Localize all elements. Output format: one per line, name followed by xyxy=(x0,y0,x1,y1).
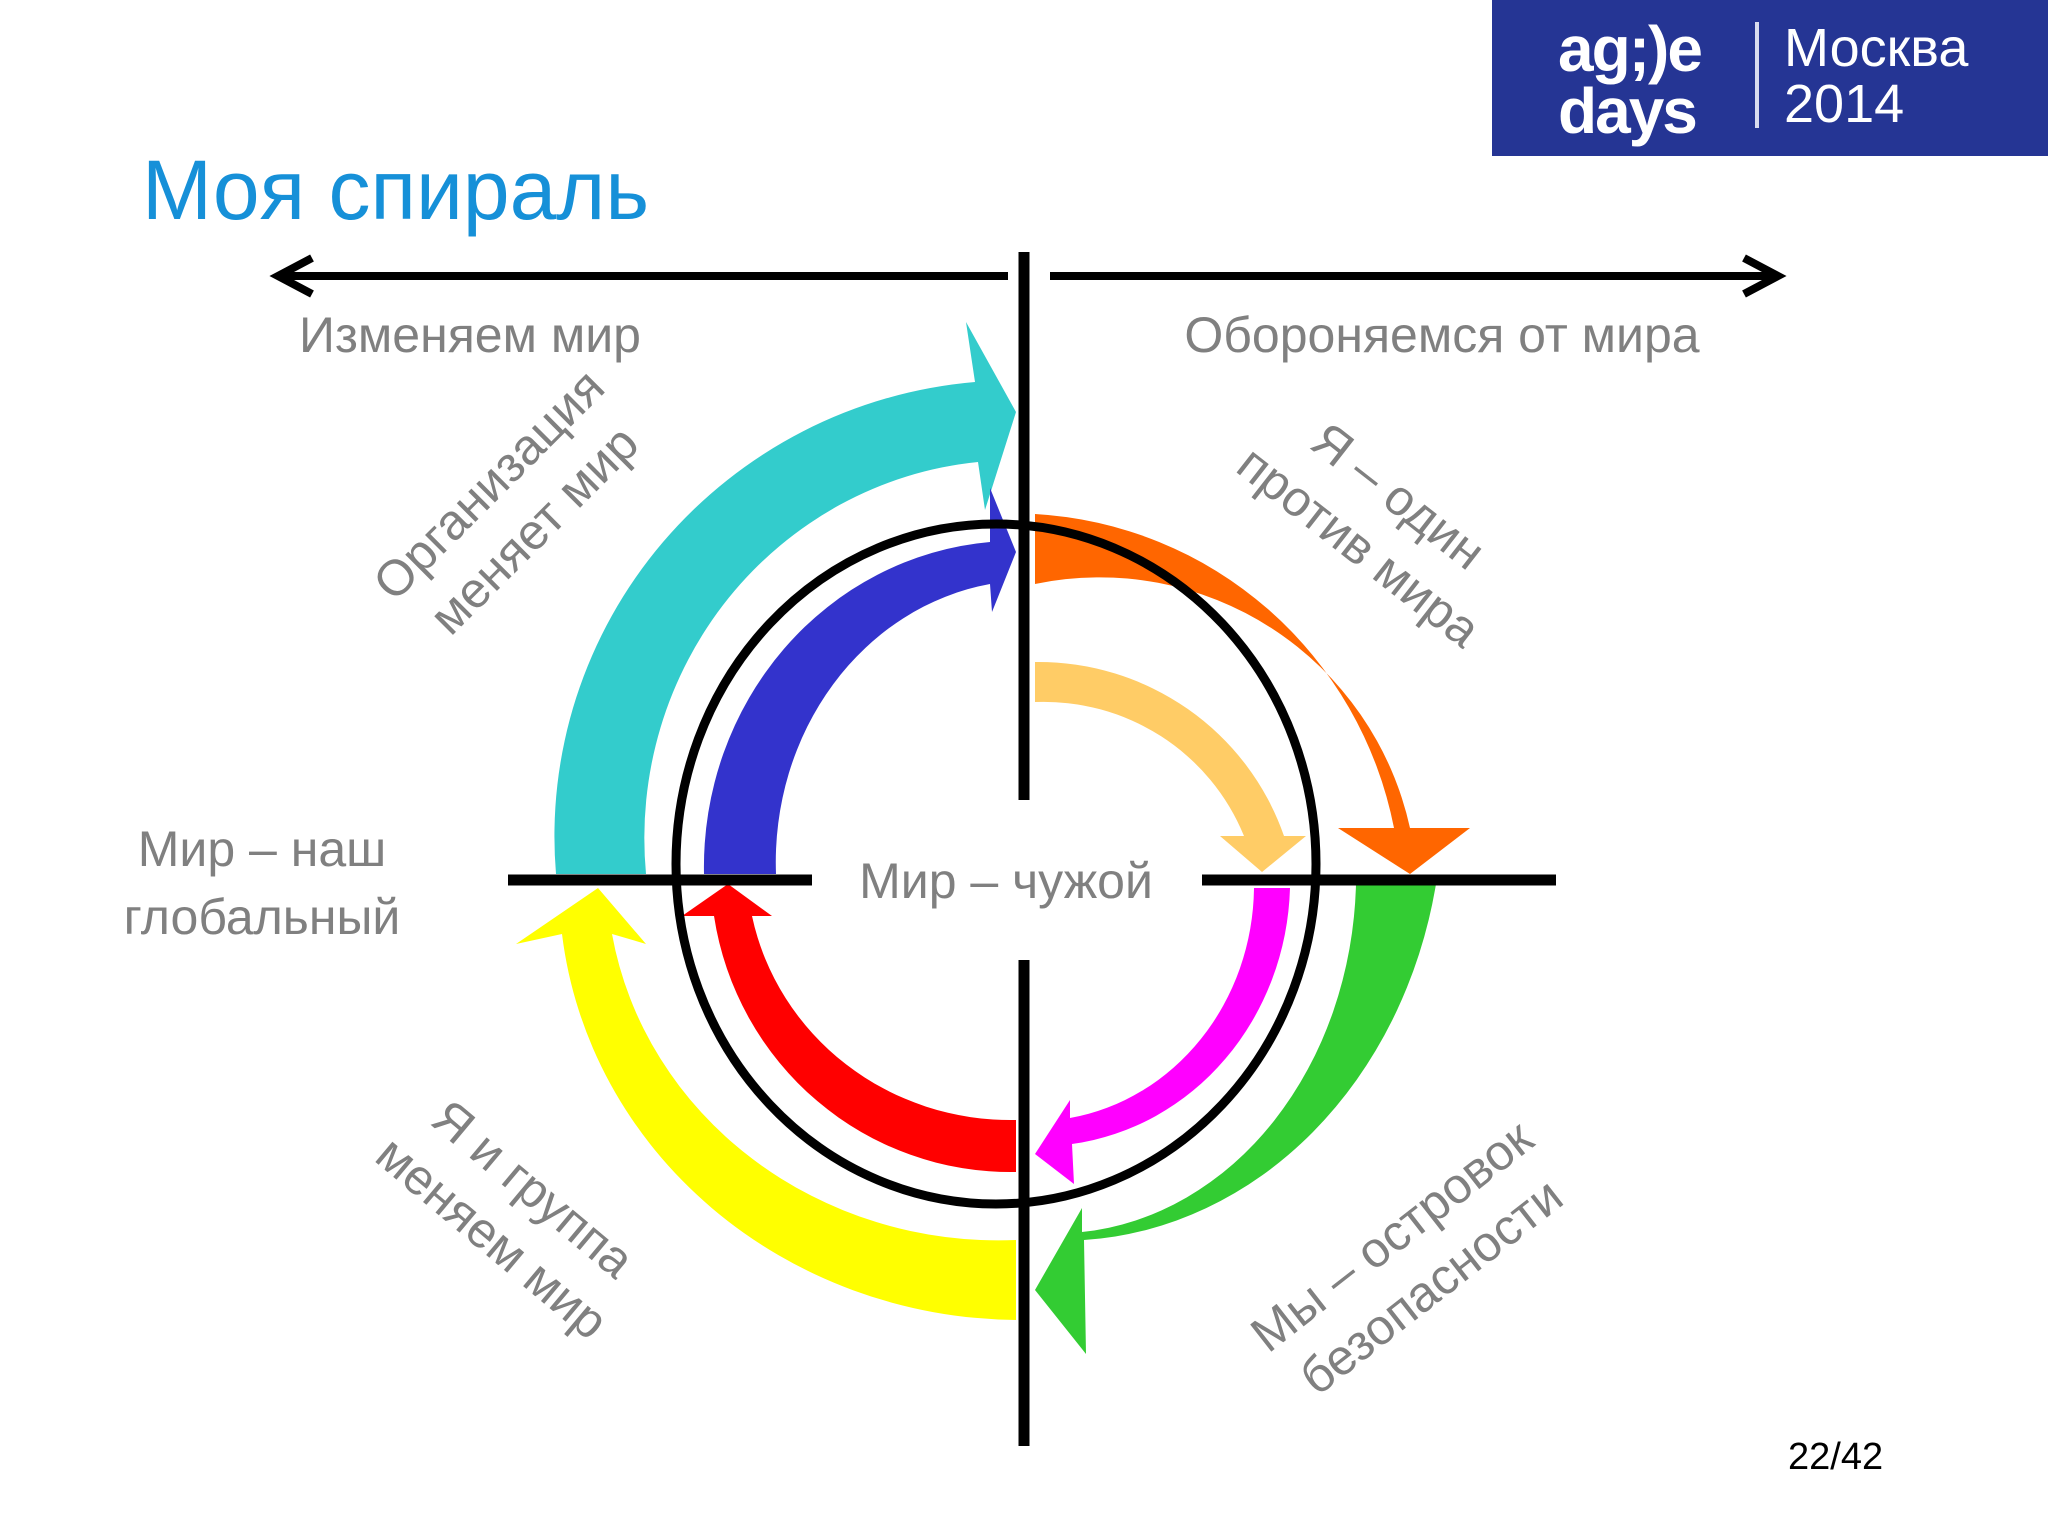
label-change-world: Изменяем мир xyxy=(299,307,641,363)
page-number: 22/42 xyxy=(1788,1436,1884,1478)
center-circle xyxy=(671,519,1321,1209)
slide-title: Моя спираль xyxy=(142,143,650,237)
label-world-ours-line-1: Мир – наш xyxy=(138,821,387,877)
label-defend-from-world: Обороняемся от мира xyxy=(1184,307,1699,363)
logo-separator xyxy=(1755,22,1759,128)
agile-days-logo: ag;)e days xyxy=(1558,13,1703,147)
light-orange-arrow xyxy=(1035,661,1306,872)
logo-line-2: days xyxy=(1558,75,1698,147)
event-city: Москва xyxy=(1784,18,1969,78)
cyan-arrow xyxy=(554,322,1016,874)
green-arrow xyxy=(1035,884,1436,1354)
label-me-and-group: Я и группа меняем мир xyxy=(366,1089,645,1350)
event-location: Москва 2014 xyxy=(1784,20,1968,132)
label-world-alien: Мир – чужой xyxy=(859,853,1153,909)
logo-line-1: ag;)e xyxy=(1558,13,1703,85)
agile-days-logo-banner: ag;)e days Москва 2014 xyxy=(1492,0,2048,156)
left-arrowhead-icon xyxy=(269,254,314,298)
label-world-ours-line-2: глобальный xyxy=(124,889,401,945)
red-arrow xyxy=(682,884,1016,1173)
magenta-arrow xyxy=(1035,888,1290,1184)
blue-arrow xyxy=(703,488,1016,874)
label-island-of-safety: Мы – островок безопасности xyxy=(1240,1109,1572,1406)
yellow-arrow xyxy=(516,888,1016,1320)
right-arrowhead-icon xyxy=(1742,254,1787,298)
orange-arrow xyxy=(1035,514,1470,874)
event-year: 2014 xyxy=(1784,74,1905,134)
